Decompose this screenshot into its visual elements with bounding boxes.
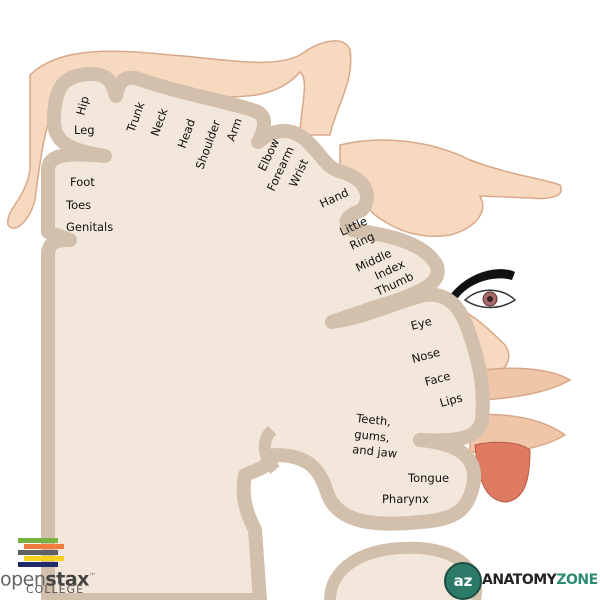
openstax-college-text: COLLEGE <box>26 583 85 596</box>
sulcus-gyrus-fold <box>258 425 280 474</box>
logo-bar <box>24 544 64 549</box>
label-toes: Toes <box>65 198 91 212</box>
label-gums: gums, <box>354 427 391 445</box>
logo-bar <box>24 556 64 561</box>
logo-bar <box>18 562 58 567</box>
anatomyzone-logo: az ANATOMYZONE <box>440 562 600 600</box>
openstax-wordmark: openstax™ <box>0 568 96 591</box>
label-hip: Hip <box>73 95 91 117</box>
tongue-illustration <box>474 441 531 503</box>
label-pharynx: Pharynx <box>382 492 429 506</box>
logo-bar <box>18 550 58 555</box>
logo-bar <box>18 538 58 543</box>
label-foot: Foot <box>70 175 95 189</box>
label-teeth: Teeth, <box>355 411 392 429</box>
hand-illustration <box>339 139 562 238</box>
eyebrow-illustration <box>450 269 515 298</box>
label-lips: Lips <box>438 390 464 409</box>
label-tongue: Tongue <box>407 471 449 485</box>
az-mark: az <box>444 562 482 600</box>
anatomyzone-wordmark: ANATOMYZONE <box>482 572 598 588</box>
openstax-college-logo: openstax™ COLLEGE <box>0 538 96 600</box>
upper-lip-illustration <box>469 367 572 401</box>
label-and-jaw: and jaw <box>352 442 398 461</box>
label-leg: Leg <box>74 123 95 137</box>
label-eye: Eye <box>409 314 433 333</box>
cortex-outline <box>41 66 490 600</box>
label-genitals: Genitals <box>66 220 113 234</box>
pupil-illustration <box>487 296 493 302</box>
label-face: Face <box>423 369 452 389</box>
